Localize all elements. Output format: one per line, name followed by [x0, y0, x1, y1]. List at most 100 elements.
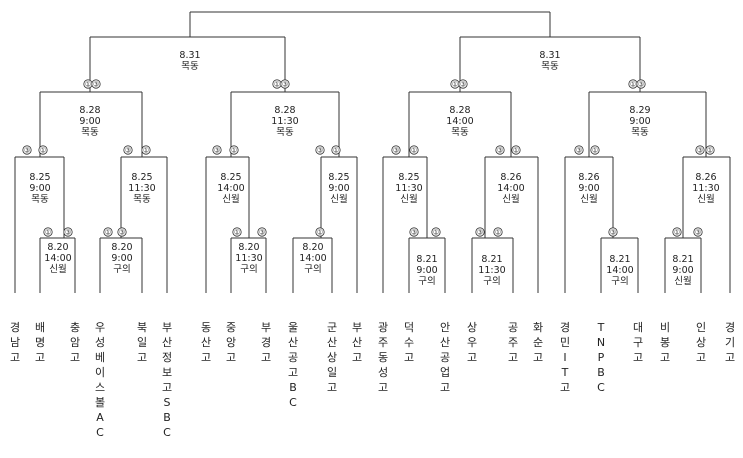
base-marker-circle — [409, 227, 419, 237]
team-name-char: 산 — [352, 336, 362, 349]
base-marker-label: ③ — [214, 147, 220, 155]
match-info-line: 구의 — [418, 276, 435, 287]
base-marker-label: ① — [707, 147, 713, 155]
match-info-line: 신월 — [222, 193, 239, 205]
team-name-char: C — [289, 396, 297, 409]
base-marker-circle — [229, 145, 239, 155]
team-name-char: 화 — [533, 321, 543, 334]
team-name-char: 산 — [162, 336, 172, 349]
base-marker-label: ③ — [282, 81, 288, 89]
team-name-char: 중 — [226, 321, 236, 334]
team-name-char: 고 — [226, 351, 236, 364]
base-marker-label: ③ — [460, 81, 466, 89]
match-info-line: 신월 — [580, 193, 597, 205]
team-name-char: A — [96, 411, 104, 424]
match-info-line: 8.29 — [629, 105, 650, 116]
team-name-char: 부 — [261, 321, 271, 334]
match-info-line: 8.26 — [500, 172, 521, 183]
base-marker-circle — [391, 145, 401, 155]
team-name-char: 상 — [696, 336, 706, 349]
base-marker-label: ③ — [638, 81, 644, 89]
team-name-char: 주 — [508, 336, 518, 349]
team-name: 대구고 — [633, 321, 643, 364]
base-marker-label: ① — [40, 147, 46, 155]
match-info-line: 목동 — [181, 61, 199, 72]
base-marker-circle — [43, 227, 53, 237]
base-marker-label: ① — [513, 147, 519, 155]
team-name: 공주고 — [508, 321, 518, 364]
base-marker-circle — [103, 227, 113, 237]
team-name-char: 고 — [352, 351, 362, 364]
match-info-line: 8.31 — [179, 50, 200, 61]
base-marker-circle — [409, 145, 419, 155]
team-name-char: 덕 — [404, 321, 414, 334]
team-name-char: B — [289, 381, 297, 394]
match-info-line: 신월 — [330, 193, 347, 205]
team-name: 부산고 — [352, 321, 362, 364]
team-name-char: 고 — [288, 366, 298, 379]
match-info-line: 8.26 — [578, 172, 599, 183]
team-name-char: 민 — [560, 336, 570, 349]
base-marker-label: ① — [452, 81, 458, 89]
team-name-char: 명 — [35, 336, 45, 349]
base-marker-label: ① — [143, 147, 149, 155]
match-info-line: 11:30 — [478, 265, 505, 276]
base-marker-circle — [315, 145, 325, 155]
base-marker-circle — [693, 227, 703, 237]
team-name-char: 산 — [201, 336, 211, 349]
team-name-char: 상 — [327, 351, 337, 364]
team-name-char: 비 — [660, 321, 670, 334]
base-marker-label: ① — [674, 229, 680, 237]
base-marker-label: ③ — [695, 229, 701, 237]
base-marker-circle — [511, 145, 521, 155]
team-name-char: 북 — [137, 321, 147, 334]
base-marker-label: ③ — [477, 229, 483, 237]
match-info-line: 8.31 — [539, 50, 560, 61]
match-info-line: 14:00 — [44, 253, 71, 264]
match-info-line: 8.25 — [220, 172, 241, 183]
team-name-char: 성 — [95, 336, 105, 349]
team-name-char: 고 — [633, 351, 643, 364]
match-info-line: 8.20 — [238, 242, 259, 253]
team-name-char: 보 — [162, 366, 172, 379]
match-info-line: 신월 — [674, 275, 691, 287]
team-name: 북일고 — [137, 321, 147, 364]
team-name-char: 고 — [327, 381, 337, 394]
team-name-char: 안 — [440, 321, 450, 334]
base-marker-circle — [574, 145, 584, 155]
base-marker-label: ① — [105, 229, 111, 237]
base-marker-circle — [458, 79, 468, 89]
team-name-char: 경 — [725, 321, 735, 334]
team-name-char: 고 — [440, 381, 450, 394]
team-name-char: S — [164, 396, 171, 409]
team-name-char: 우 — [467, 336, 477, 349]
base-marker-circle — [63, 227, 73, 237]
base-marker-label: ① — [411, 147, 417, 155]
match-info-line: 8.25 — [29, 172, 50, 183]
team-name-char: 구 — [633, 336, 643, 349]
team-name-char: 배 — [35, 321, 45, 334]
team-name-char: 고 — [404, 351, 414, 364]
team-name-char: 고 — [467, 351, 477, 364]
team-name-char: 공 — [288, 351, 298, 364]
base-marker-circle — [495, 145, 505, 155]
match-info-line: 8.25 — [328, 172, 349, 183]
match-info-line: 8.21 — [416, 254, 437, 265]
match-info-line: 8.25 — [131, 172, 152, 183]
team-name-char: 고 — [560, 381, 570, 394]
match-info-line: 8.28 — [274, 105, 295, 116]
match-info-line: 8.20 — [302, 242, 323, 253]
team-name-char: 경 — [261, 336, 271, 349]
base-marker-circle — [280, 79, 290, 89]
match-info-line: 8.21 — [672, 254, 693, 265]
match-info-line: 목동 — [31, 194, 49, 205]
team-name-char: C — [163, 426, 171, 439]
team-name-char: 볼 — [95, 396, 105, 409]
team-name: 상우고 — [467, 321, 477, 364]
base-marker-circle — [608, 227, 618, 237]
team-name-char: 산 — [440, 336, 450, 349]
base-marker-circle — [257, 227, 267, 237]
